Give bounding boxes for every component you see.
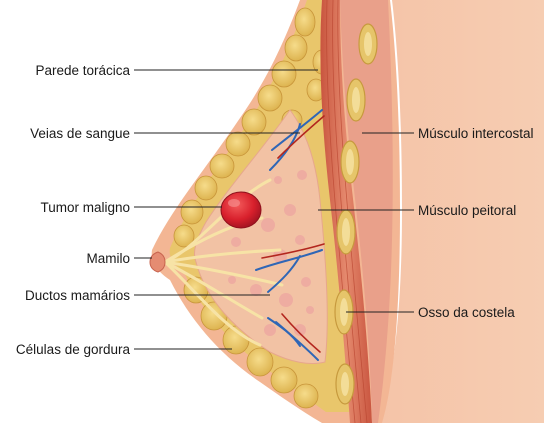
malignant-tumor <box>221 192 261 228</box>
label-musculo-intercostal: Músculo intercostal <box>418 126 534 141</box>
label-veias-de-sangue: Veias de sangue <box>30 126 130 141</box>
label-musculo-peitoral: Músculo peitoral <box>418 203 516 218</box>
label-mamilo: Mamilo <box>86 251 130 266</box>
nipple <box>150 252 165 272</box>
label-ductos-mamarios: Ductos mamários <box>25 288 130 303</box>
label-osso-da-costela: Osso da costela <box>418 305 515 320</box>
label-celulas-de-gordura: Células de gordura <box>16 342 131 357</box>
label-parede-toracica: Parede torácica <box>35 63 130 78</box>
label-tumor-maligno: Tumor maligno <box>40 200 130 215</box>
